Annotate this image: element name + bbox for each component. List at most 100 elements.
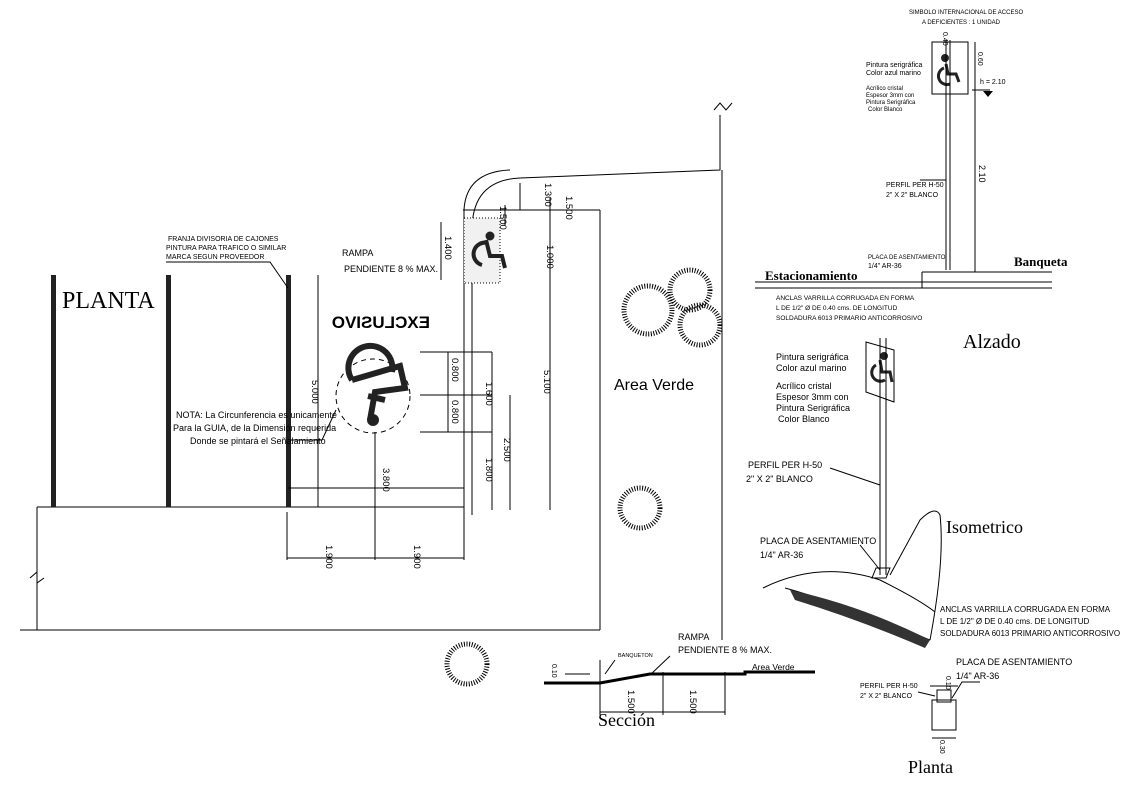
banqueta-label: Banqueta [1014, 254, 1068, 269]
acrilico-label: Pintura Serigráfica [866, 100, 916, 106]
dim-1500: 1.500 [687, 690, 698, 714]
anclas-label: ANCLAS VARRILLA CORRUGADA EN FORMA [776, 295, 915, 302]
placa-label: PLACA DE ASENTAMIENTO [868, 255, 946, 261]
iso-sign-panel [865, 341, 895, 403]
dim-1800: 1.800 [483, 458, 494, 482]
wheelchair-ramp-icon [471, 231, 507, 269]
dim-5000: 5.000 [309, 380, 320, 404]
isometrico-title: Isometrico [946, 517, 1023, 537]
placa-label: 1/4" AR-36 [956, 671, 999, 681]
iso-terrain-hatch [790, 590, 930, 648]
wheelchair-iso-icon [870, 352, 894, 383]
perfil-label: PERFIL PER H-50 [886, 182, 944, 189]
franja-note-line: FRANJA DIVISORIA DE CAJONES [168, 236, 279, 243]
planta-view: PLANTA FRANJA DIVISORIA DE CAJONES PINTU… [20, 102, 733, 687]
dim-010: 0.10 [944, 676, 951, 690]
dim-1000: 1.000 [544, 245, 555, 269]
anclas-label: ANCLAS VARRILLA CORRUGADA EN FORMA [940, 605, 1111, 614]
ground-lines [755, 271, 1052, 289]
estacionamiento-label: Estacionamiento [765, 268, 857, 283]
leader-line [166, 261, 289, 289]
perfil-label: 2" X 2" BLANCO [886, 192, 939, 199]
pole-section [936, 689, 952, 703]
seccion-view: RAMPA PENDIENTE 8 % MAX. BANQUETON Area … [544, 632, 815, 730]
area-verde-label: Area Verde [752, 662, 795, 672]
pintura-label: Pintura serigráfica [776, 352, 849, 362]
placa-label: 1/4" AR-36 [868, 263, 902, 270]
perfil-label: PERFIL PER H-50 [860, 683, 918, 690]
dim-1900: 1.900 [323, 545, 334, 569]
wheelchair-sign-icon [936, 54, 961, 87]
seccion-title: Sección [598, 710, 655, 730]
guide-circle [335, 358, 411, 434]
perfil-label: 2" X 2" BLANCO [860, 693, 913, 700]
acrilico-label: Pintura Serigráfica [776, 403, 850, 413]
wheelchair-floor-icon [345, 342, 409, 426]
dim-1600: 1.600 [483, 382, 494, 406]
franja-note-line: PINTURA PARA TRAFICO O SIMILAR [166, 245, 286, 252]
leader-line [604, 655, 671, 676]
anclas-label: SOLDADURA 6013 PRIMARIO ANTICORROSIVO [940, 629, 1120, 638]
tree-icon [444, 267, 723, 687]
placa-label: PLACA DE ASENTAMIENTO [956, 657, 1072, 667]
dim-1500: 1.500 [497, 206, 508, 230]
section-profile [544, 670, 815, 685]
parking-stripe [51, 275, 56, 507]
anclas-label: L DE 1/2" Ø DE 0.40 cms. DE LONGITUD [940, 617, 1089, 626]
dim-0800: 0.800 [449, 358, 460, 382]
perfil-label: PERFIL PER H-50 [748, 460, 822, 470]
exclusivo-mirrored-text: EXCLUSIVO [332, 313, 430, 332]
level-label: h = 2.10 [980, 79, 1006, 86]
ramp-hatch [463, 217, 501, 284]
planta-title: PLANTA [62, 288, 155, 314]
alzado-view: SIMBOLO INTERNACIONAL DE ACCESO A DEFICI… [755, 10, 1068, 353]
acrilico-label: Acrílico cristal [776, 381, 832, 391]
dimension-lines [286, 183, 600, 560]
banqueton-label: BANQUETON [618, 653, 653, 659]
dim-1400: 1.400 [442, 236, 453, 260]
placa-label: 1/4" AR-36 [760, 550, 803, 560]
dim-040: 0.40 [941, 32, 948, 46]
pole-lines [945, 40, 990, 272]
perfil-label: 2" X 2" BLANCO [746, 474, 813, 484]
level-mark-icon [983, 91, 993, 97]
anclas-label: SOLDADURA 6013 PRIMARIO ANTICORROSIVO [776, 315, 922, 322]
planta-detalle-view: 0.10 0.30 PERFIL PER H-50 2" X 2" BLANCO… [860, 657, 1072, 777]
acrilico-label: Espesor 3mm con [866, 93, 914, 99]
dim-1500: 1.500 [625, 690, 636, 714]
leader-line [290, 409, 337, 441]
parking-stripe [286, 275, 291, 507]
leader-line [859, 544, 881, 571]
nota-line: NOTA: La Circunferencia es unicamente [176, 410, 337, 420]
isometrico-view: Pintura serigráfica Color azul marino Ac… [746, 338, 1120, 648]
iso-pole [879, 338, 887, 575]
dim-1300: 1.300 [542, 183, 553, 207]
anclas-label: L DE 1/2" Ø DE 0.40 cms. DE LONGITUD [776, 305, 898, 312]
dim-5100: 5.100 [541, 370, 552, 394]
rampa-label: RAMPA [678, 632, 709, 642]
iso-terrain [762, 510, 942, 641]
rampa-pendiente: PENDIENTE 8 % MAX. [678, 645, 772, 655]
nota-line: Donde se pintará el Señalamiento [190, 436, 326, 446]
dim-2500: 2.500 [501, 438, 512, 462]
acrilico-label: Acrílico cristal [866, 86, 903, 92]
dim-010: 0.10 [550, 664, 557, 678]
dim-030: 0.30 [938, 740, 945, 754]
detail-dims [917, 681, 980, 739]
parking-stripe [166, 275, 171, 507]
rampa-label: RAMPA [342, 248, 373, 258]
dim-1900: 1.900 [411, 545, 422, 569]
site-outline [20, 102, 733, 640]
iso-base-plate [871, 567, 891, 579]
planta-detalle-title: Planta [908, 757, 953, 777]
alzado-header: SIMBOLO INTERNACIONAL DE ACCESO [909, 10, 1023, 16]
rampa-pendiente: PENDIENTE 8 % MAX. [344, 264, 438, 274]
dim-3800: 3.800 [380, 468, 391, 492]
pintura-label: Color azul marino [866, 70, 921, 77]
alzado-title: Alzado [963, 331, 1021, 353]
dim-0800: 0.800 [449, 400, 460, 424]
pintura-label: Pintura serigráfica [866, 62, 923, 69]
acrilico-label: Color Blanco [868, 107, 903, 113]
